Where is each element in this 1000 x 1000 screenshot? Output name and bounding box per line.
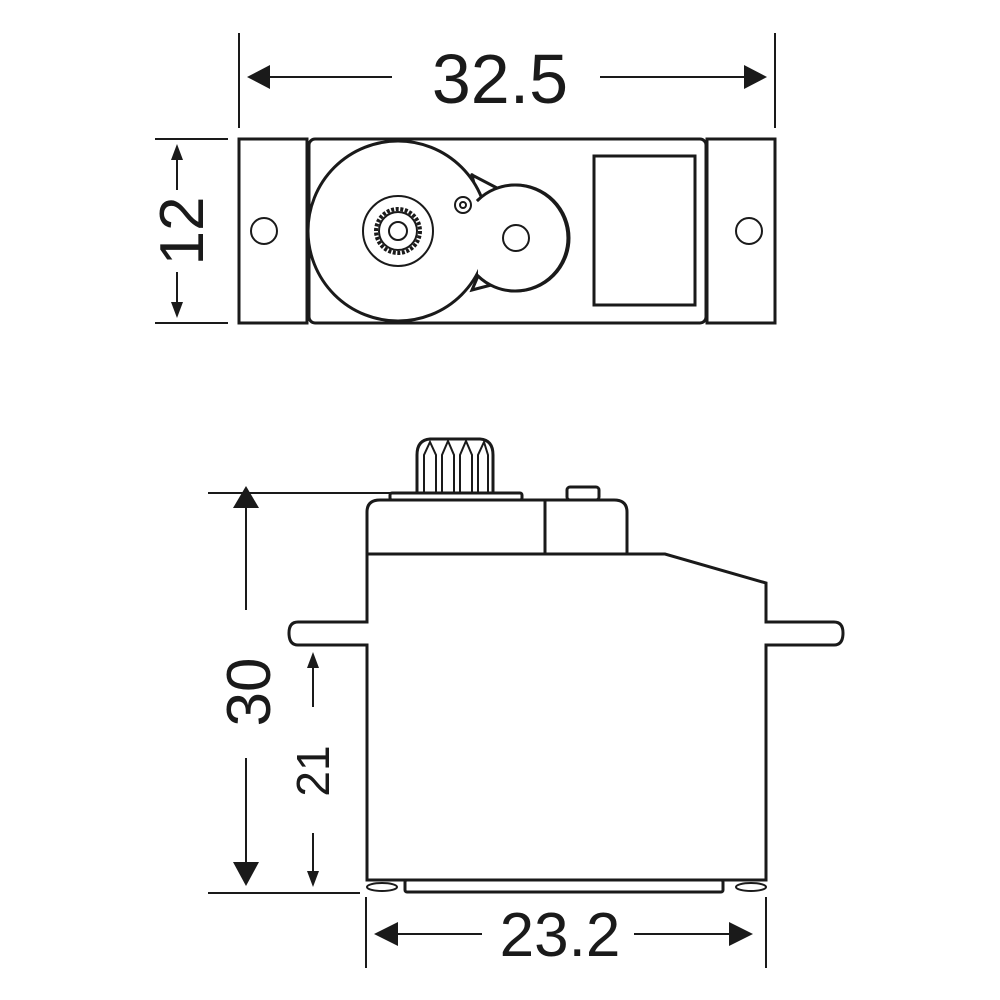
output-shaft-ring [362,195,434,267]
dimension-label-21: 21 [287,745,339,796]
dimension-label-23-2: 23.2 [500,901,621,970]
raised-button [565,485,601,502]
arrow-down-icon [171,302,183,318]
mounting-hole-right-icon [735,217,763,245]
dimension-body-length: 23.2 [365,897,767,970]
arrow-down-icon [233,862,259,886]
top-view: 32.5 12 [148,33,777,325]
bottom-foot-left [366,882,398,892]
arrow-down-icon [307,871,319,887]
arrow-up-icon [171,144,183,160]
dimension-tab-height: 21 [287,652,339,887]
spline-tooth-1 [423,439,437,492]
bottom-plate [403,878,725,894]
small-pin-inner-icon [459,201,467,209]
secondary-gear-hole-icon [502,224,530,252]
dimension-body-width: 12 [148,138,228,324]
top-cover [365,498,629,556]
bottom-foot-right [735,882,767,892]
label-window [592,154,697,307]
case-body [287,552,845,882]
arrow-up-icon [307,652,319,668]
spline-tooth-4 [477,439,489,492]
arrow-left-icon [374,922,398,946]
mounting-hole-left-icon [250,217,278,245]
dimension-label-30: 30 [215,658,284,727]
arrow-right-icon [744,65,767,89]
output-spline-side [415,437,495,494]
arrow-left-icon [247,65,270,89]
left-mounting-tab [237,137,309,325]
output-shaft-hole-icon [388,221,408,241]
dimension-label-12: 12 [148,197,217,266]
spline-tooth-3 [459,438,473,492]
dimension-label-32-5: 32.5 [432,40,568,118]
output-spline-inner-ring [378,211,418,251]
spline-outline [415,437,495,494]
side-view: 30 21 23.2 [208,437,845,970]
arrow-up-icon [233,486,259,508]
dimension-overall-height: 30 [208,486,392,894]
main-gear [306,139,490,323]
dimension-overall-length: 32.5 [238,33,776,128]
output-spline-icon [374,207,422,255]
right-mounting-tab [705,137,777,325]
spline-tooth-2 [441,438,455,492]
small-pin-outer [454,196,472,214]
arrow-right-icon [729,922,753,946]
gear-wedge-bottom [469,274,497,293]
secondary-gear-outline [475,183,570,293]
